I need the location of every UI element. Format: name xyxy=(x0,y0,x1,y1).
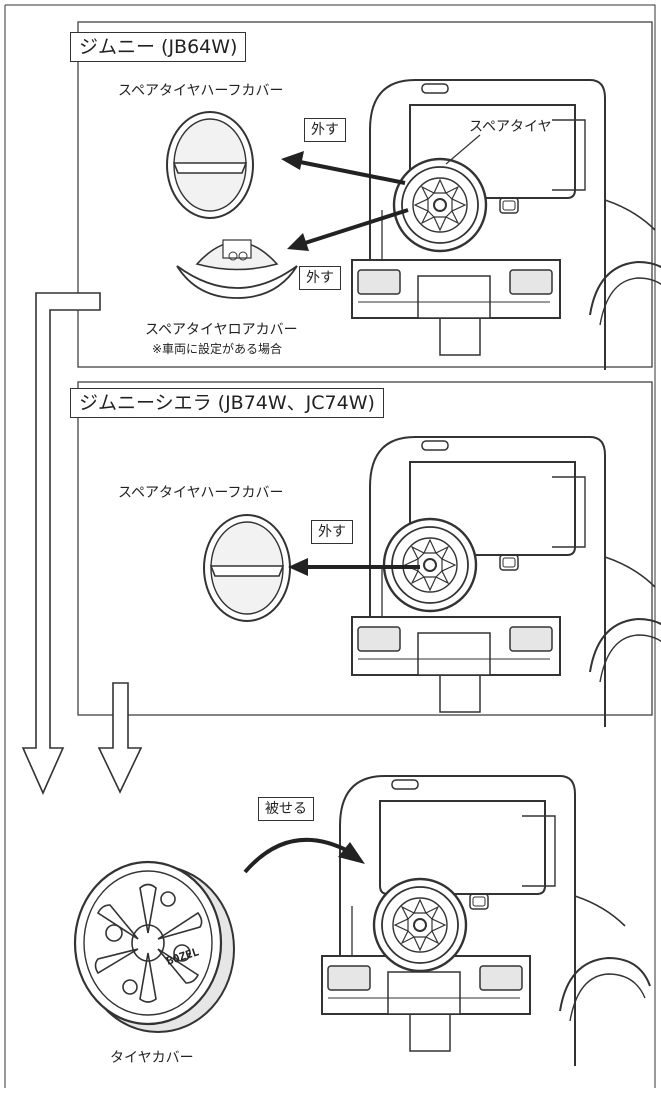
fit-tag: 被せる xyxy=(258,797,314,821)
remove-tag-lower: 外す xyxy=(299,266,341,290)
lower-cover-note: ※車両に設定がある場合 xyxy=(152,342,283,356)
remove-tag-upper: 外す xyxy=(304,118,346,142)
spare-tire-leader-line xyxy=(445,134,481,165)
section2-half-cover-label: スペアタイヤハーフカバー xyxy=(118,485,284,501)
section1-title: ジムニー (JB64W) xyxy=(70,32,247,62)
flow-arrow-left xyxy=(21,292,101,795)
section1-half-cover-label: スペアタイヤハーフカバー xyxy=(118,83,284,99)
sierra-half-cover-illustration xyxy=(203,514,291,622)
section2-title: ジムニーシエラ (JB74W、JC74W) xyxy=(70,388,384,418)
tire-cover-label: タイヤカバー xyxy=(110,1050,194,1066)
sierra-remove-arrow xyxy=(288,558,420,576)
flow-arrow-right xyxy=(97,682,143,794)
final-car-illustration xyxy=(321,775,651,1067)
remove-arrow-lower xyxy=(287,208,409,251)
spare-tire-illustration xyxy=(392,157,488,253)
final-spare-tire-illustration xyxy=(372,877,468,973)
tire-cover-illustration: BOZEL xyxy=(73,860,235,1033)
spare-tire-label: スペアタイヤ xyxy=(469,119,552,135)
half-cover-illustration xyxy=(166,111,254,219)
lower-cover-illustration xyxy=(176,239,298,299)
page-frame xyxy=(4,4,656,1088)
sierra-remove-tag: 外す xyxy=(311,520,353,544)
fit-arrow xyxy=(243,837,365,874)
lower-cover-label: スペアタイヤロアカバー xyxy=(145,322,298,338)
remove-arrow-upper xyxy=(281,151,406,185)
